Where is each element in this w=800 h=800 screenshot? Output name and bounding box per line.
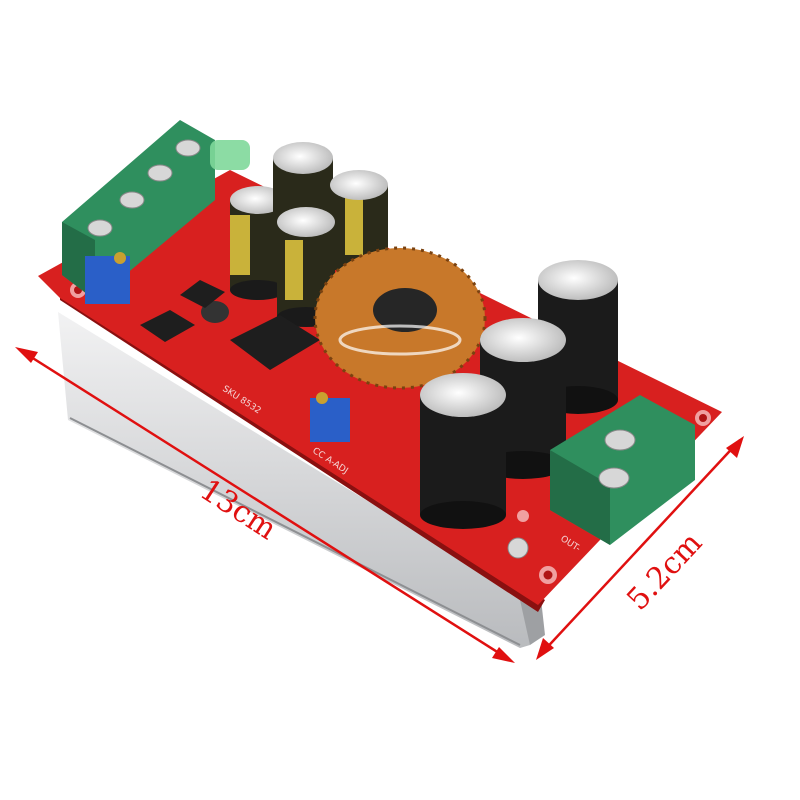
toroidal-inductor xyxy=(313,246,487,390)
width-dimension-arrow xyxy=(536,436,744,660)
trimmer-potentiometer-adjust xyxy=(310,398,350,442)
led xyxy=(210,140,250,170)
input-capacitors xyxy=(230,142,388,327)
output-capacitors xyxy=(420,260,618,529)
width-label: 5.2cm xyxy=(620,526,709,618)
small-capacitor xyxy=(201,301,229,323)
input-terminal-block xyxy=(62,120,250,300)
trimmer-potentiometer-left xyxy=(85,256,130,304)
controller-ic xyxy=(230,315,320,370)
ground-screw xyxy=(507,537,529,559)
output-terminal-block xyxy=(550,395,695,545)
driver-ic xyxy=(140,310,195,342)
length-dimension-arrow xyxy=(15,347,515,663)
